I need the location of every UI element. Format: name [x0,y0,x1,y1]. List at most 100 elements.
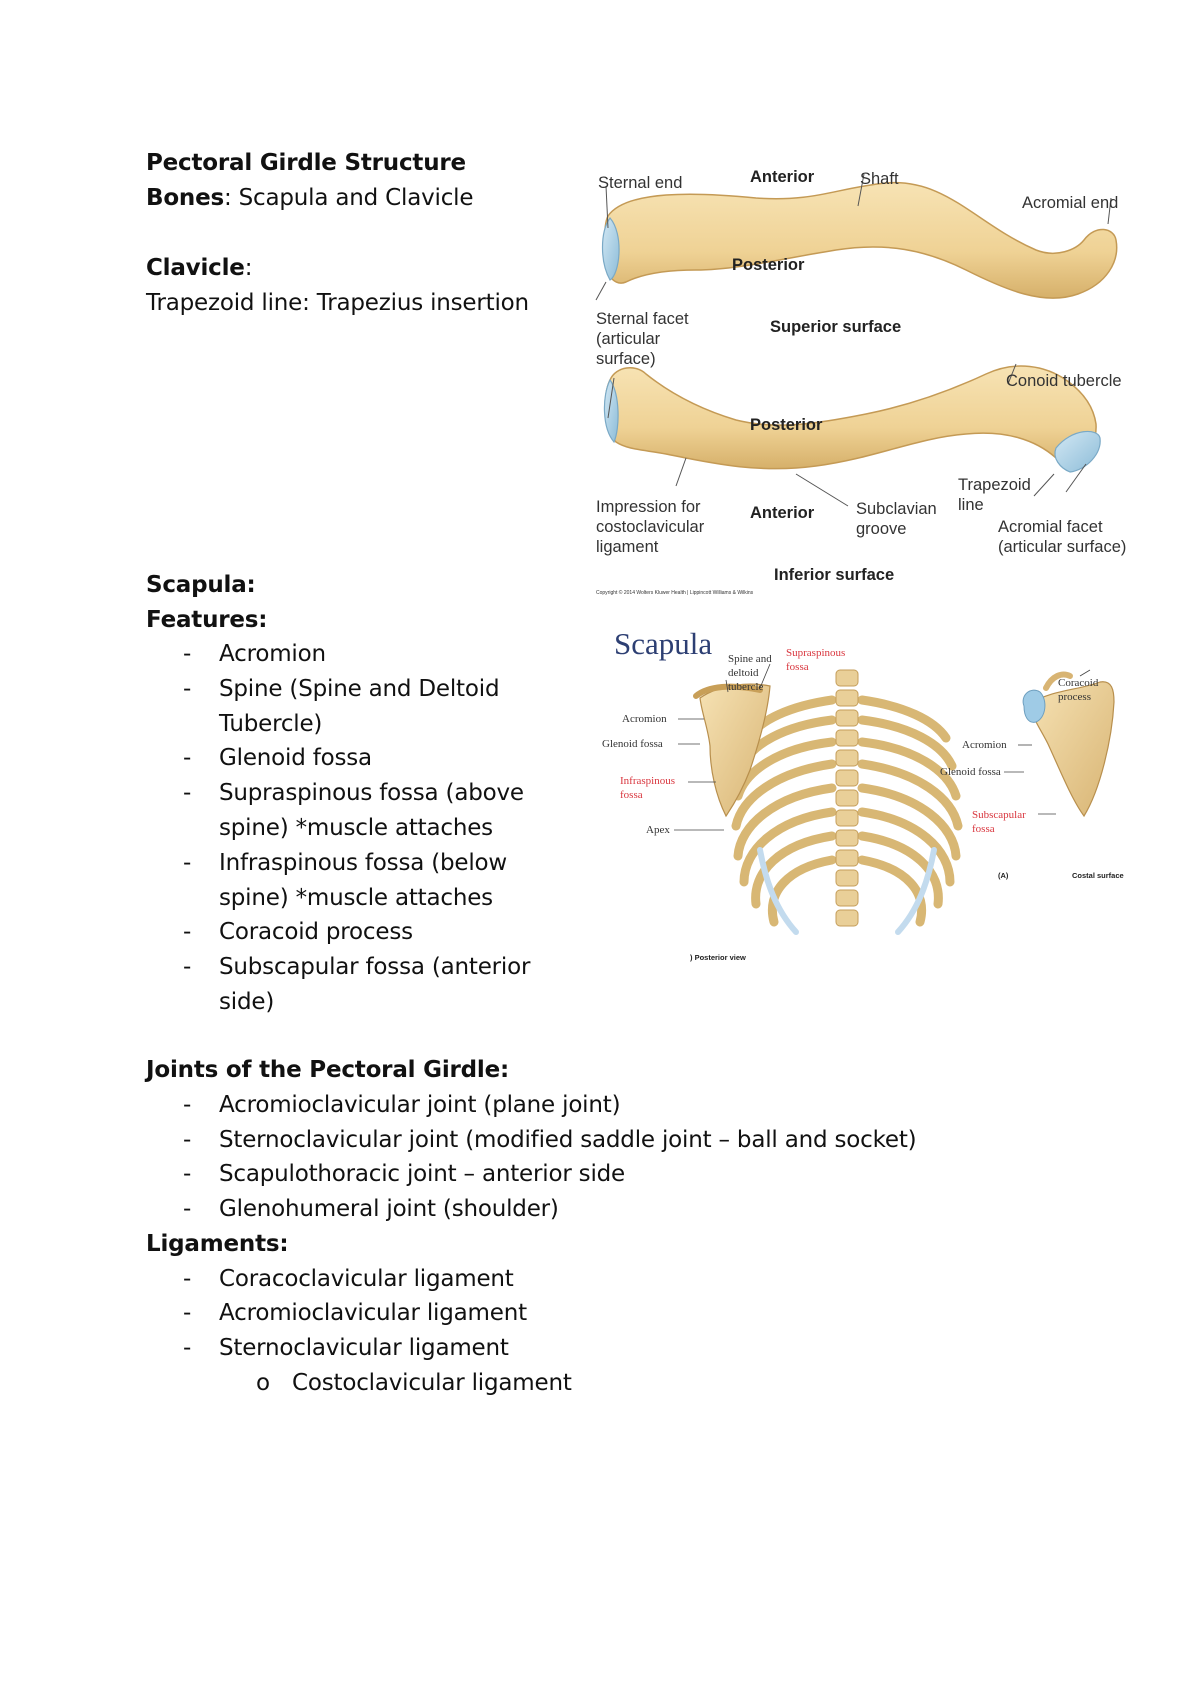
label-impression-3: ligament [596,538,659,556]
label-supraspinous: Supraspinous [786,647,845,659]
list-dash: - [183,1161,192,1187]
label-superior-surface: Superior surface [770,318,901,336]
list-dash: - [183,919,192,945]
label-impression-2: costoclavicular [596,518,705,536]
anterior-scapula [1029,681,1115,818]
ligaments-heading: Ligaments: [146,1231,289,1257]
bones-label: Bones [146,185,224,211]
list-item: Infraspinous fossa (below [219,850,508,876]
list-dash: - [183,954,192,980]
label-spine-deltoid: Spine and [728,653,772,665]
coracoid-process-shape [1043,671,1073,691]
list-item: Coracoid process [219,919,413,945]
label-inferior-surface: Inferior surface [774,566,894,584]
list-dash: - [183,850,192,876]
list-dash: - [183,1127,192,1153]
list-dash: - [183,641,192,667]
clavicle-figure: Sternal end Anterior Shaft Acromial end … [595,168,1126,596]
label-glenoid-left: Glenoid fossa [602,738,663,750]
label-impression: Impression for [596,498,701,516]
rib-cage [731,669,963,935]
posterior-scapula [699,683,771,818]
clavicle-inferior-view [603,365,1101,473]
label-costal-surface: Costal surface [1072,871,1124,880]
scapular-spine [693,683,763,699]
bones-line: Bones: Scapula and Clavicle [146,181,473,216]
list-dash: - [183,676,192,702]
label-spine-deltoid-3: tubercle [728,681,764,693]
list-item: Spine (Spine and Deltoid [219,676,500,702]
label-acromion-left: Acromion [622,713,667,725]
list-dash: - [183,745,192,771]
list-item: Sternoclavicular ligament [219,1335,509,1361]
label-sternal-facet: Sternal facet [596,310,689,328]
trapezoid-line-text: Trapezoid line: Trapezius insertion [146,290,529,316]
label-posterior-bottom: Posterior [750,416,823,434]
label-coracoid-2: process [1058,691,1091,703]
list-item: Sternoclavicular joint (modified saddle … [219,1127,917,1153]
list-item-continuation: Tubercle) [219,711,323,737]
clavicle-heading-line: Clavicle: [146,251,252,286]
label-spine-deltoid-2: deltoid [728,667,759,679]
list-item: Glenoid fossa [219,745,372,771]
label-trapezoid-2: line [958,496,984,514]
list-dash: - [183,1335,192,1361]
label-posterior-top: Posterior [732,256,805,274]
list-dash: - [183,1196,192,1222]
list-item-continuation: spine) *muscle attaches [219,815,493,841]
label-shaft: Shaft [860,170,899,188]
list-item: Scapulothoracic joint – anterior side [219,1161,626,1187]
label-subscapular-2: fossa [972,823,995,835]
label-sternal-facet-2: (articular [596,330,661,348]
clavicle-superior-view [601,181,1118,299]
list-item: Acromioclavicular joint (plane joint) [219,1092,621,1118]
label-glenoid-right: Glenoid fossa [940,766,1001,778]
label-posterior-view: ) Posterior view [690,953,746,962]
list-item: Coracoclavicular ligament [219,1266,514,1292]
list-dash: - [183,1092,192,1118]
label-supraspinous-2: fossa [786,661,809,673]
label-anterior-bottom: Anterior [750,504,815,522]
label-acromial-end: Acromial end [1022,194,1118,212]
list-item: Supraspinous fossa (above [219,780,524,806]
scapula-figure: Scapula [602,626,1124,962]
label-conoid-tubercle: Conoid tubercle [1006,372,1122,390]
label-acromial-facet: Acromial facet [998,518,1103,536]
label-infraspinous: Infraspinous [620,775,675,787]
list-dash: - [183,1266,192,1292]
label-acromion-right: Acromion [962,739,1007,751]
label-subclavian-2: groove [856,520,906,538]
scapula-heading: Scapula: [146,572,256,598]
list-item: Acromion [219,641,326,667]
label-anterior-top: Anterior [750,168,815,186]
label-infraspinous-2: fossa [620,789,643,801]
list-dash: - [183,780,192,806]
label-sternal-facet-3: surface) [596,350,656,368]
figure-copyright: Copyright © 2014 Wolters Kluwer Health |… [596,589,754,596]
clavicle-heading-colon: : [244,255,253,281]
sub-bullet: o [256,1370,270,1396]
page-title: Pectoral Girdle Structure [146,150,466,176]
label-acromial-facet-2: (articular surface) [998,538,1126,556]
list-item-continuation: side) [219,989,275,1015]
sub-list-item: Costoclavicular ligament [292,1370,572,1396]
label-sternal-end: Sternal end [598,174,682,192]
label-trapezoid: Trapezoid [958,476,1031,494]
label-subclavian: Subclavian [856,500,937,518]
list-item: Glenohumeral joint (shoulder) [219,1196,559,1222]
list-item: Acromioclavicular ligament [219,1300,527,1326]
list-dash: - [183,1300,192,1326]
label-coracoid: Coracoid [1058,677,1099,689]
list-item-continuation: spine) *muscle attaches [219,885,493,911]
features-heading: Features: [146,607,268,633]
joints-heading: Joints of the Pectoral Girdle: [146,1057,509,1083]
list-item: Subscapular fossa (anterior [219,954,531,980]
scapula-figure-title: Scapula [614,626,712,661]
label-apex: Apex [646,824,670,836]
label-panel-a: (A) [998,871,1009,880]
label-subscapular: Subscapular [972,809,1026,821]
bones-value: : Scapula and Clavicle [224,185,474,211]
glenoid-fossa-right [1022,689,1046,723]
clavicle-heading: Clavicle [146,255,245,281]
